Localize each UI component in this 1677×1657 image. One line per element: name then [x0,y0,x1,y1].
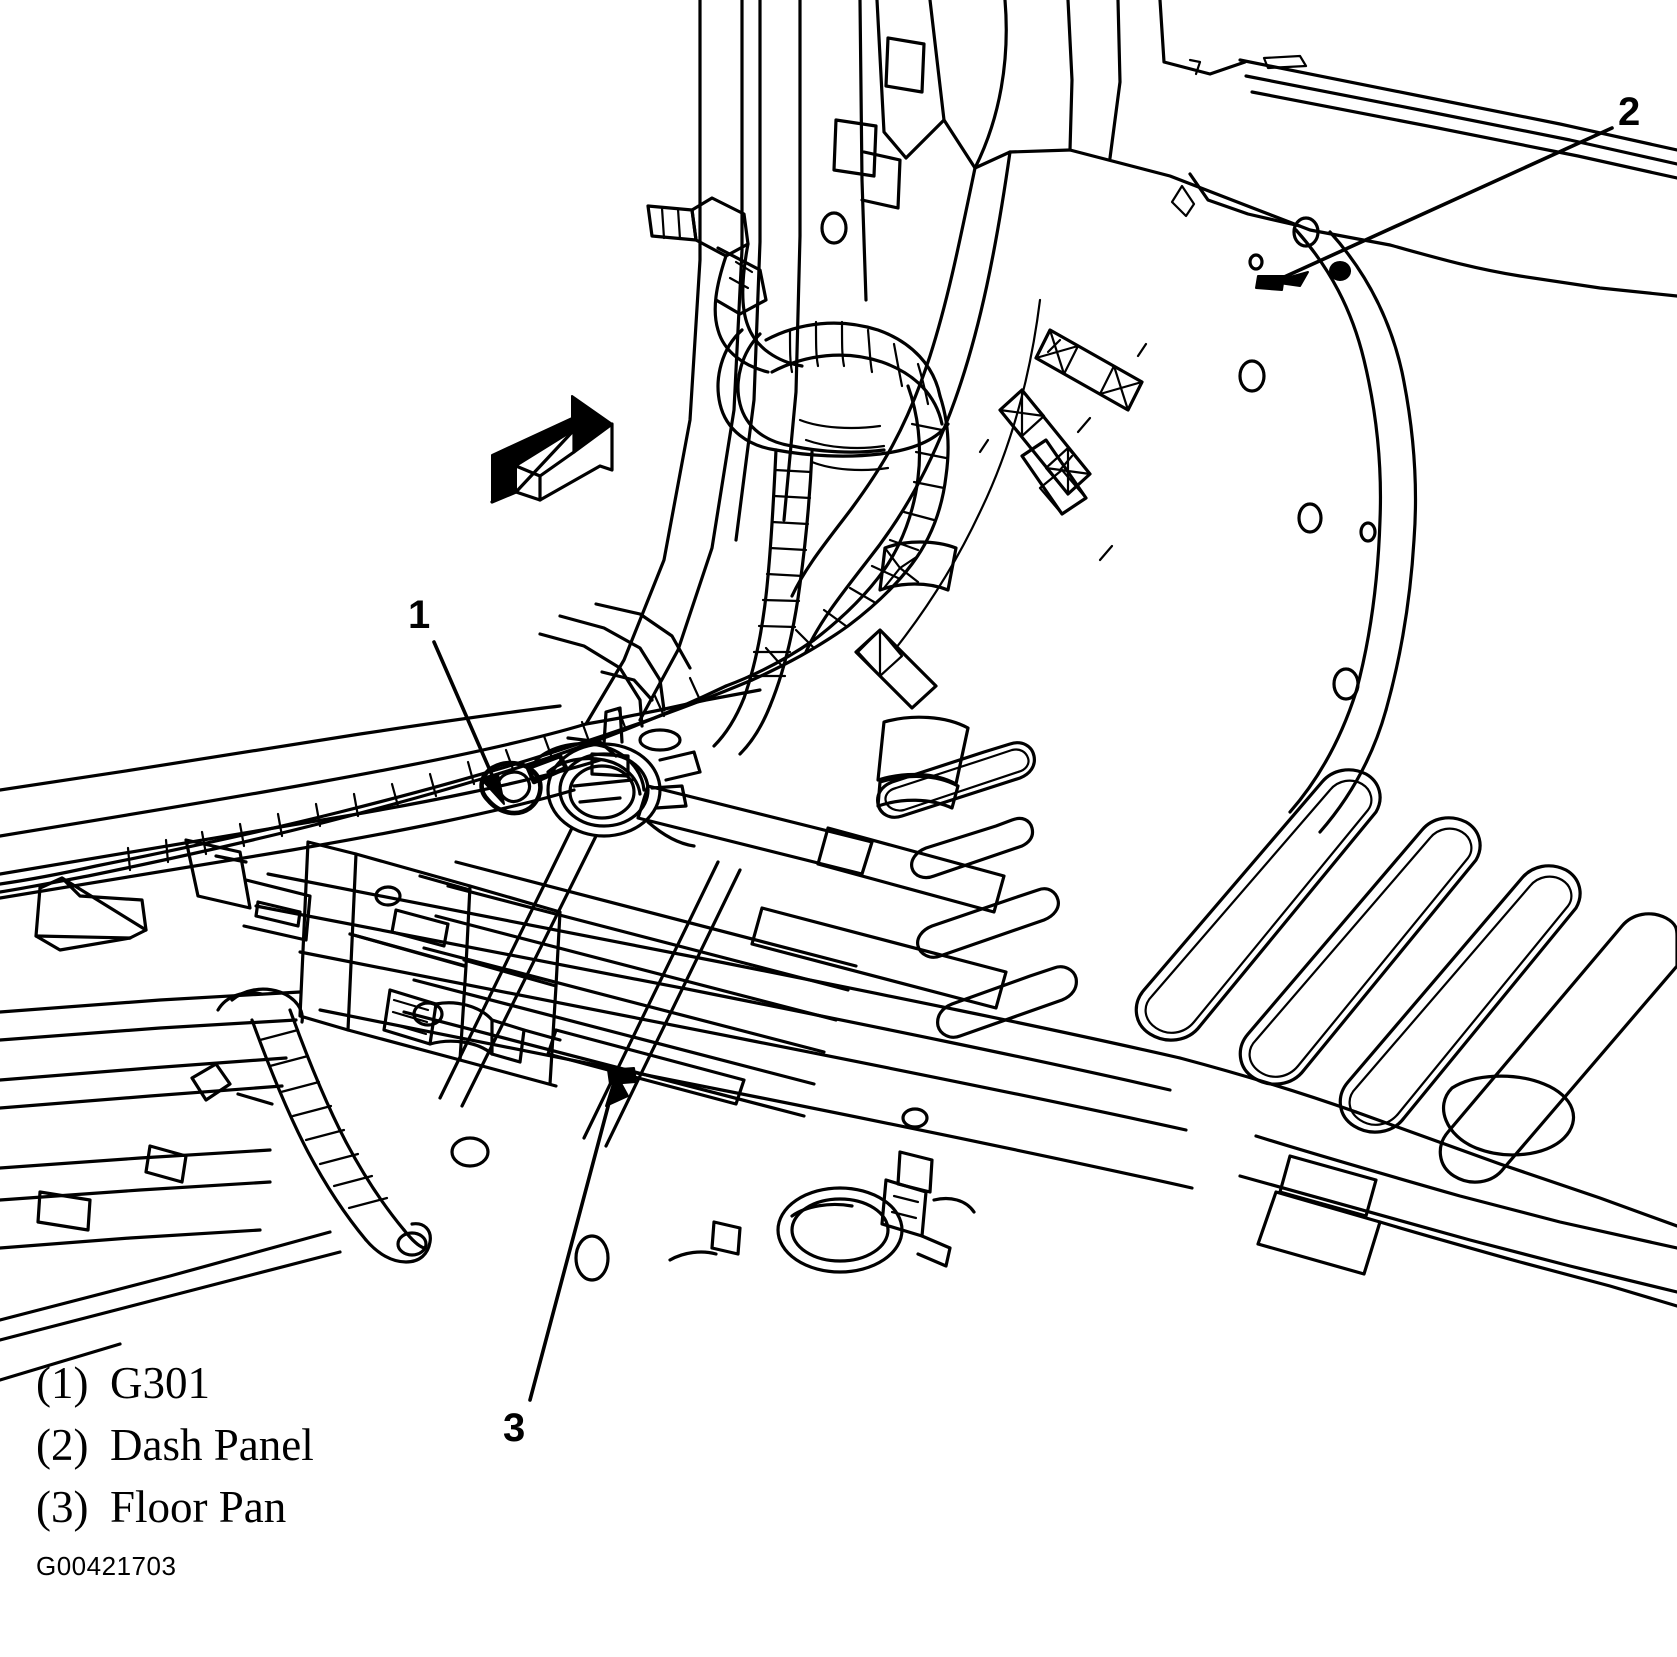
legend-label-3: Floor Pan [110,1482,287,1532]
legend-index-2: (2) [36,1420,89,1470]
leader-line-1 [432,640,504,800]
wiring-harness-group [0,196,950,1264]
floor-hook-ribs [1134,768,1677,1184]
leader-arrowhead-3 [605,1073,629,1107]
legend-label-2: Dash Panel [110,1420,314,1470]
forward-direction-arrow [490,395,614,504]
dash-panel-group [790,0,1677,834]
dash-pad-strips [854,328,1144,810]
g301-ground-stud [479,706,702,848]
legend-item-1: (1) G301 [36,1352,596,1414]
legend-label-1: G301 [110,1358,210,1408]
leader-arrowhead-1 [481,773,505,805]
legend-index-3: (3) [36,1482,89,1532]
figure-id-label: G00421703 [36,1551,177,1581]
leader-line-3 [528,1082,616,1402]
legend-index-1: (1) [36,1358,89,1408]
rocker-pillar-group [0,0,926,900]
lower-left-structure [0,838,562,1382]
callout-leaders [432,126,1614,1402]
callout-number-2: 2 [1618,90,1641,134]
leader-line-2 [1280,126,1614,280]
callout-number-1: 1 [408,593,431,637]
callout-number-3: 3 [503,1406,526,1450]
legend-item-3: (3) Floor Pan [36,1476,596,1538]
floor-pan-group [254,741,1677,1308]
legend: (1) G301 (2) Dash Panel (3) Floor Pan [36,1352,596,1538]
legend-item-2: (2) Dash Panel [36,1414,596,1476]
